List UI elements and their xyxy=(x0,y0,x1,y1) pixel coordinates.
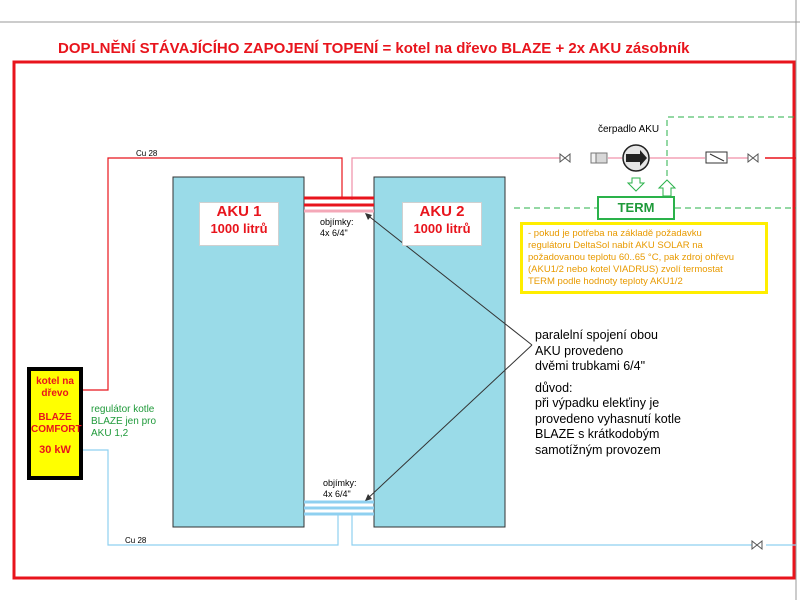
term-thermostat: TERM xyxy=(597,196,675,220)
explanation-line: samotížným provozem xyxy=(535,442,661,457)
regulator-note-line: AKU 1,2 xyxy=(91,428,129,439)
note-line: regulátoru DeltaSol nabít AKU SOLAR na xyxy=(528,240,703,251)
explanation-line: při výpadku elekťiny je xyxy=(535,396,660,410)
pump-label: čerpadlo AKU xyxy=(598,124,660,135)
note-line: TERM podle hodnoty teploty AKU1/2 xyxy=(528,276,683,287)
regulator-note-line: regulátor kotle xyxy=(91,404,155,415)
aku1-volume: 1000 litrů xyxy=(210,221,268,236)
clamps-bottom-label: objímky: 4x 6/4" xyxy=(323,478,357,500)
boiler-line4: COMFORT xyxy=(31,424,82,435)
explanation-line: AKU provedeno xyxy=(535,343,624,358)
boiler-line2: dřevo xyxy=(41,388,69,399)
valve-icon-return xyxy=(751,539,763,551)
pump-icon xyxy=(622,144,650,172)
valve-icon xyxy=(559,152,571,164)
regulator-note: regulátor kotle BLAZE jen pro AKU 1,2 xyxy=(91,404,156,440)
aku2-volume: 1000 litrů xyxy=(413,221,471,236)
top-connection-pipes xyxy=(304,196,374,213)
pointer-lines xyxy=(365,213,533,501)
clamps-top-line: objímky: xyxy=(320,217,354,227)
explanation-line: důvod: xyxy=(535,380,573,395)
explanation-line: provedeno vyhasnutí kotle xyxy=(535,411,681,426)
boiler: kotel na dřevo BLAZE COMFORT 30 kW xyxy=(27,367,83,480)
explanation-text: paralelní spojení obou AKU provedeno dvě… xyxy=(535,328,681,458)
term-arrow-up-icon xyxy=(657,179,677,197)
clamps-bottom-line: objímky: xyxy=(323,478,357,488)
clamps-top-label: objímky: 4x 6/4" xyxy=(320,217,354,239)
pipe-label-bottom: Cu 28 xyxy=(125,536,147,545)
note-line: (AKU1/2 nebo kotel VIADRUS) zvolí termos… xyxy=(528,264,723,275)
aku1-label: AKU 1 1000 litrů xyxy=(199,202,279,246)
term-arrow-down-icon xyxy=(626,177,646,192)
check-valve-icon xyxy=(705,151,728,164)
filter-icon xyxy=(590,152,608,164)
aku2-label: AKU 2 1000 litrů xyxy=(402,202,482,246)
valve-icon-right xyxy=(747,152,759,164)
outer-frame xyxy=(12,60,796,580)
pipe-label-top: Cu 28 xyxy=(136,149,158,158)
supply-pipe xyxy=(83,157,343,391)
note-line: - pokud je potřeba na základě požadavku xyxy=(528,228,702,239)
aku2-name: AKU 2 xyxy=(419,203,465,220)
aku1-name: AKU 1 xyxy=(216,203,262,220)
clamps-top-line: 4x 6/4" xyxy=(320,228,348,238)
regulator-note-line: BLAZE jen pro xyxy=(91,416,157,427)
return-pipe xyxy=(83,449,796,546)
boiler-power: 30 kW xyxy=(39,444,71,456)
supply-pipe-light xyxy=(351,157,748,200)
arrowhead-icon xyxy=(365,213,372,501)
explanation-line: dvěmi trubkami 6/4" xyxy=(535,359,646,373)
clamps-bottom-line: 4x 6/4" xyxy=(323,489,351,499)
explanation-line: BLAZE s krátkodobým xyxy=(535,427,660,441)
boiler-line1: kotel na xyxy=(36,376,74,387)
explanation-line: paralelní spojení obou xyxy=(535,328,659,342)
note-line: požadovanou teplotu 60..65 °C, pak zdroj… xyxy=(528,252,735,263)
page-title: DOPLNĚNÍ STÁVAJÍCÍHO ZAPOJENÍ TOPENÍ = k… xyxy=(58,40,690,57)
note-box: - pokud je potřeba na základě požadavku … xyxy=(520,222,768,294)
control-lines xyxy=(514,116,796,209)
boiler-line3: BLAZE xyxy=(38,412,72,423)
bottom-connection-pipes xyxy=(304,500,374,516)
